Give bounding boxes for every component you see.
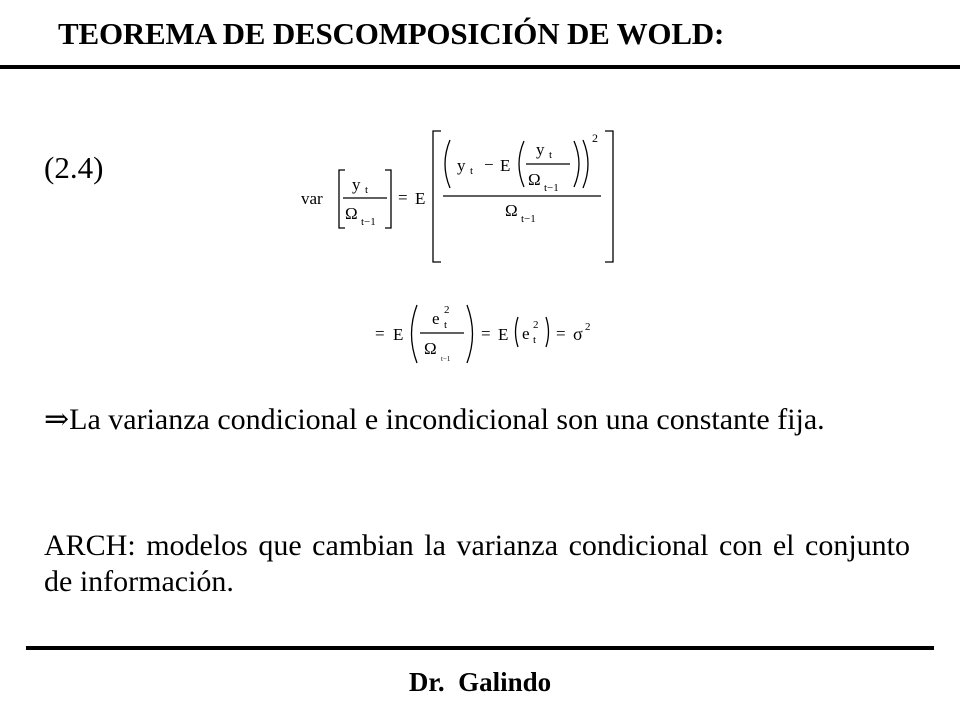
- equals-3: =: [481, 324, 491, 343]
- l2-e-sup: 2: [444, 304, 450, 316]
- lhs-omega: Ω: [345, 204, 358, 223]
- inner-y: y: [536, 140, 545, 159]
- slide-title: TEOREMA DE DESCOMPOSICIÓN DE WOLD:: [58, 16, 725, 51]
- outer-left-paren: [444, 139, 451, 189]
- line2-left-paren: [410, 304, 418, 364]
- expectation-3: E: [498, 325, 508, 344]
- equals-2: =: [375, 324, 385, 343]
- expectation-inner: E: [500, 156, 510, 175]
- inner-omega: Ω: [528, 170, 541, 189]
- l2b-e-sup: 2: [533, 319, 539, 331]
- title-rule: [0, 65, 960, 69]
- footer-author-text: Dr. Galindo: [408, 667, 552, 697]
- outer-right-paren: [582, 139, 589, 189]
- line2-paren-e-right: [545, 316, 550, 348]
- expectation-1: E: [415, 189, 425, 208]
- num-y: y: [457, 156, 466, 175]
- den-omega: Ω: [505, 201, 518, 220]
- equation-display: var y t Ω t−1 = E y t − E y t Ω t−1 2 Ω …: [301, 130, 614, 364]
- l2b-e-sub: t: [533, 334, 536, 346]
- equals-4: =: [556, 324, 566, 343]
- expectation-2: E: [393, 325, 403, 344]
- line2-right-paren: [466, 304, 474, 364]
- lhs-omega-sub: t−1: [361, 216, 376, 228]
- paragraph-arch: ARCH: modelos que cambian la varianza co…: [44, 529, 910, 598]
- l2-omega: Ω: [424, 339, 437, 358]
- footer-rule: [26, 646, 934, 650]
- sigma: σ: [573, 324, 583, 344]
- l2-omega-sub: t−1: [441, 355, 451, 363]
- num-y-sub: t: [470, 165, 473, 177]
- equals-1: =: [398, 188, 408, 207]
- inner-right-paren: [573, 140, 580, 188]
- paragraph-conclusion: ⇒La varianza condicional e incondicional…: [44, 402, 910, 438]
- l2-e-sub: t: [444, 319, 447, 331]
- l2-e: e: [432, 309, 440, 328]
- lhs-left-bracket: [338, 169, 345, 229]
- num-squared: 2: [592, 131, 598, 145]
- lhs-y-sub: t: [365, 184, 368, 196]
- inner-omega-sub: t−1: [544, 182, 559, 194]
- inner-y-sub: t: [549, 149, 552, 161]
- var-text: var: [301, 189, 323, 208]
- footer-author: Dr. Galindo: [0, 667, 960, 698]
- paragraph-conclusion-text: La varianza condicional e incondicional …: [69, 403, 825, 436]
- den-omega-sub: t−1: [521, 213, 536, 225]
- rhs-left-bracket: [432, 130, 441, 263]
- implies-arrow-icon: ⇒: [44, 403, 70, 436]
- inner-left-paren: [518, 140, 525, 188]
- line2-paren-e-left: [514, 316, 519, 348]
- lhs-right-bracket: [385, 169, 392, 229]
- sigma-sup: 2: [585, 321, 591, 333]
- num-minus: −: [484, 155, 494, 174]
- lhs-y: y: [352, 175, 361, 194]
- equation-label: (2.4): [44, 150, 104, 185]
- l2b-e: e: [522, 324, 530, 343]
- rhs-right-bracket: [605, 130, 614, 263]
